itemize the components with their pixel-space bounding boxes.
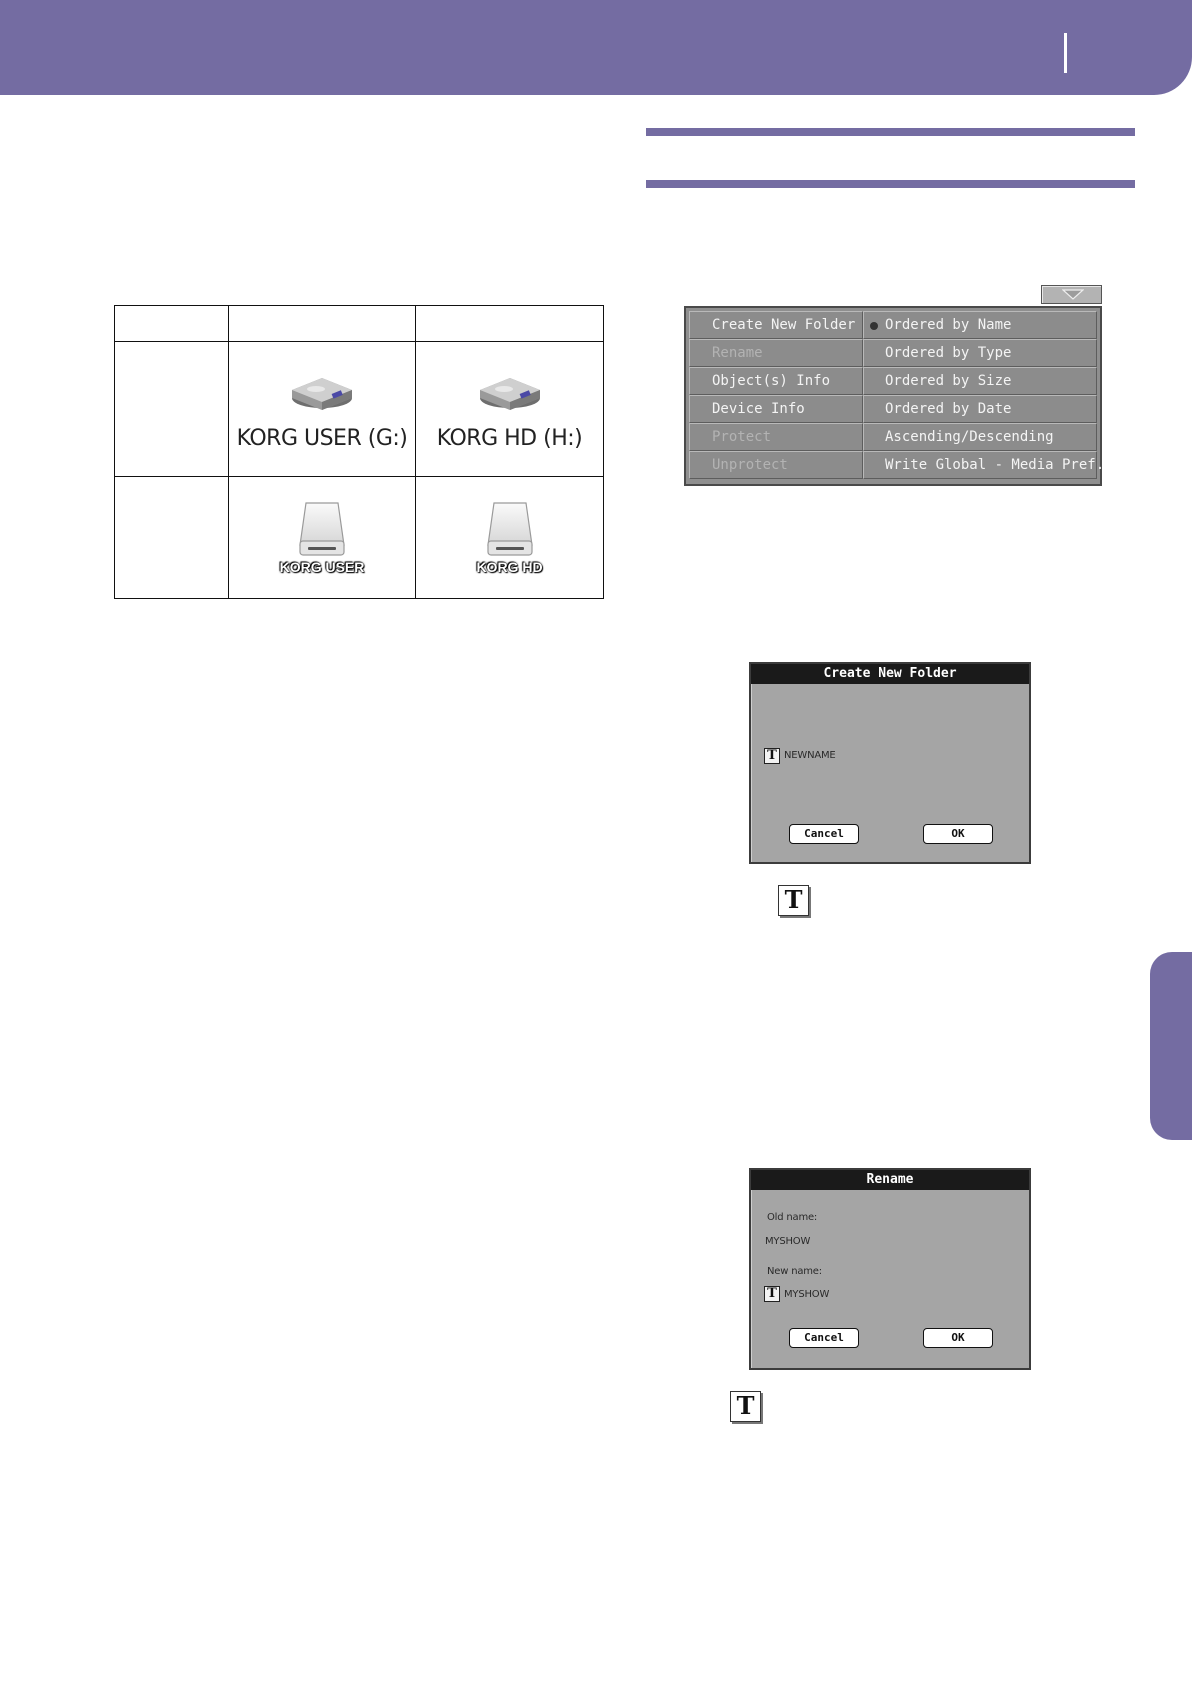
- cancel-button[interactable]: Cancel: [789, 824, 859, 844]
- menu-item-ordered-by-date[interactable]: Ordered by Date: [863, 395, 1097, 423]
- menu-item-label: Write Global - Media Pref.: [885, 457, 1105, 473]
- table-header-row: [114, 305, 604, 342]
- menu-item-write-global-media-pref[interactable]: Write Global - Media Pref.: [863, 451, 1104, 479]
- menu-item-protect[interactable]: Protect: [689, 423, 863, 451]
- chapter-side-tab: [1150, 952, 1192, 1140]
- menu-item-ordered-by-size[interactable]: Ordered by Size: [863, 367, 1097, 395]
- new-name-field[interactable]: MYSHOW: [784, 1289, 830, 1300]
- menu-item-label: Rename: [712, 345, 763, 361]
- text-edit-icon[interactable]: T: [764, 1286, 780, 1302]
- menu-item-label: Ordered by Name: [885, 317, 1012, 333]
- page-menu-button[interactable]: [1041, 285, 1102, 304]
- mac-hd-drive: KORG HD: [415, 476, 604, 599]
- table-cell: [415, 305, 604, 342]
- menu-item-ordered-by-name[interactable]: Ordered by Name: [863, 311, 1097, 339]
- new-name-label: New name:: [767, 1266, 822, 1277]
- menu-item-label: Unprotect: [712, 457, 788, 473]
- hard-drive-icon: [479, 377, 540, 410]
- table-cell: [114, 341, 229, 477]
- menu-item-label: Ordered by Date: [885, 401, 1012, 417]
- table-row-windows: KORG USER (G:) KORG HD (H:): [114, 341, 604, 477]
- menu-item-label: Protect: [712, 429, 772, 445]
- mac-drive-icon: [299, 501, 345, 556]
- section-rule-top: [646, 128, 1135, 136]
- ok-button[interactable]: OK: [923, 1328, 993, 1348]
- dialog-title: Rename: [751, 1170, 1029, 1190]
- menu-item-ordered-by-type[interactable]: Ordered by Type: [863, 339, 1097, 367]
- hard-drive-icon: [292, 377, 352, 410]
- drive-icon-table: KORG USER (G:) KORG HD (H:): [114, 305, 604, 599]
- old-name-value: MYSHOW: [765, 1236, 811, 1247]
- menu-item-label: Create New Folder: [712, 317, 856, 333]
- text-edit-icon: T: [778, 885, 809, 916]
- menu-item-objects-info[interactable]: Object(s) Info: [689, 367, 863, 395]
- table-cell: [228, 305, 416, 342]
- menu-item-ascending-descending[interactable]: Ascending/Descending: [863, 423, 1097, 451]
- folder-name-field[interactable]: NEWNAME: [784, 750, 836, 761]
- windows-user-drive: KORG USER (G:): [228, 341, 416, 477]
- mac-hd-drive-label: KORG HD: [476, 558, 543, 575]
- page-context-menu: Create New Folder Ordered by Name Rename…: [684, 306, 1104, 486]
- create-new-folder-dialog: Create New Folder T NEWNAME Cancel OK: [749, 662, 1031, 864]
- windows-hd-drive-label: KORG HD (H:): [436, 425, 583, 451]
- table-cell: [114, 476, 229, 599]
- menu-item-rename[interactable]: Rename: [689, 339, 863, 367]
- old-name-label: Old name:: [767, 1212, 818, 1223]
- menu-item-label: Ordered by Size: [885, 373, 1012, 389]
- dialog-title: Create New Folder: [751, 664, 1029, 684]
- windows-user-drive-label: KORG USER (G:): [236, 425, 408, 451]
- mac-drive-icon: [486, 501, 533, 556]
- menu-item-label: Ordered by Type: [885, 345, 1012, 361]
- menu-item-label: Object(s) Info: [712, 373, 831, 389]
- ok-button[interactable]: OK: [923, 824, 993, 844]
- menu-item-label: Ascending/Descending: [885, 429, 1054, 445]
- table-cell: [114, 305, 229, 342]
- cancel-button[interactable]: Cancel: [789, 1328, 859, 1348]
- header-divider: [1064, 33, 1067, 73]
- selected-bullet-icon: [870, 322, 878, 330]
- windows-hd-drive: KORG HD (H:): [415, 341, 604, 477]
- menu-item-device-info[interactable]: Device Info: [689, 395, 863, 423]
- mac-user-drive: KORG USER: [228, 476, 416, 599]
- section-rule-bottom: [646, 180, 1135, 188]
- text-edit-icon: T: [730, 1391, 761, 1422]
- menu-item-label: Device Info: [712, 401, 805, 417]
- page-header-band: [0, 0, 1192, 95]
- menu-item-unprotect[interactable]: Unprotect: [689, 451, 863, 479]
- rename-dialog: Rename Old name: MYSHOW New name: T MYSH…: [749, 1168, 1031, 1370]
- triangle-down-icon: [1062, 289, 1084, 300]
- menu-item-create-new-folder[interactable]: Create New Folder: [689, 311, 863, 339]
- mac-user-drive-label: KORG USER: [279, 558, 365, 575]
- table-row-mac: KORG USER KORG HD: [114, 476, 604, 599]
- text-edit-icon[interactable]: T: [764, 748, 780, 764]
